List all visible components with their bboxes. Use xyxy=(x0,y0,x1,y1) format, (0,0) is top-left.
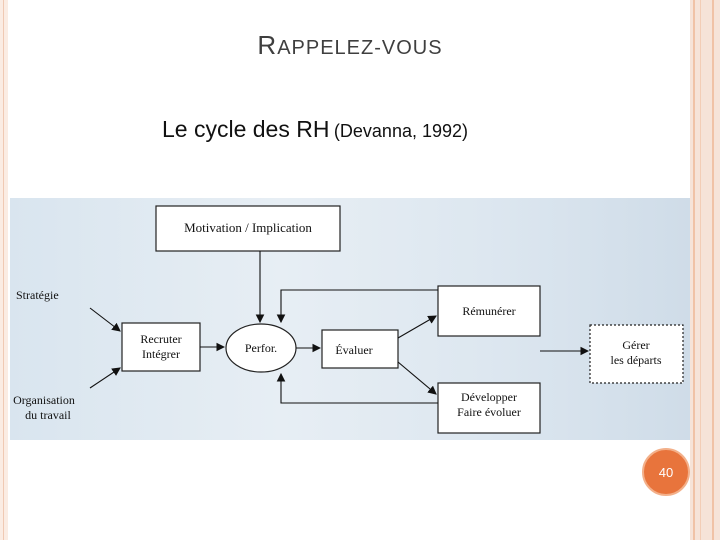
slide-title-rest: APPELEZ-VOUS xyxy=(277,37,443,59)
node-motivation-label: Motivation / Implication xyxy=(184,220,312,235)
input-organisation-label-1: Organisation xyxy=(13,393,75,407)
diagram-canvas: Motivation / Implication Recruter Intégr… xyxy=(13,205,684,434)
subtitle-main: Le cycle des RH xyxy=(162,116,330,142)
node-gerer xyxy=(589,324,684,384)
input-strategie-label: Stratégie xyxy=(16,288,59,302)
arrow-organisation-recruter xyxy=(89,367,121,389)
slide-title: RAPPELEZ-VOUS xyxy=(0,30,700,61)
subtitle-reference: (Devanna, 1992) xyxy=(333,121,469,141)
left-border xyxy=(0,0,8,540)
hr-cycle-diagram: Motivation / Implication Recruter Intégr… xyxy=(10,198,690,440)
arrow-strategie-recruter xyxy=(89,307,121,332)
node-developper-label-2: Faire évoluer xyxy=(457,405,521,419)
node-recruter-label-2: Intégrer xyxy=(142,347,180,361)
node-perfor-label: Perfor. xyxy=(245,341,277,355)
node-developper-label-1: Développer xyxy=(461,390,517,404)
node-recruter-label-1: Recruter xyxy=(140,332,181,346)
node-gerer-label-2: les départs xyxy=(611,353,662,367)
arrow-evaluer-remunerer xyxy=(397,315,437,339)
arrow-remunerer-perfor xyxy=(276,289,438,324)
slide-subtitle: Le cycle des RH (Devanna, 1992) xyxy=(162,116,468,143)
node-motivation xyxy=(155,205,341,252)
right-border-line xyxy=(693,0,695,540)
input-organisation-label-2: du travail xyxy=(25,408,71,422)
arrow-developper-perfor xyxy=(276,372,438,404)
page-number-badge: 40 xyxy=(642,448,690,496)
node-evaluer xyxy=(321,329,399,369)
right-border-line xyxy=(700,0,701,540)
slide-title-initial: R xyxy=(257,30,278,60)
node-remunerer-label: Rémunérer xyxy=(462,304,515,318)
node-developper xyxy=(437,382,541,434)
left-border-line xyxy=(3,0,4,540)
right-border xyxy=(690,0,720,540)
right-border-line xyxy=(712,0,714,540)
node-evaluer-label: Évaluer xyxy=(335,343,372,357)
arrow-evaluer-developper xyxy=(397,361,437,395)
node-remunerer xyxy=(437,285,541,337)
node-recruter xyxy=(121,322,201,372)
node-gerer-label-1: Gérer xyxy=(622,338,649,352)
